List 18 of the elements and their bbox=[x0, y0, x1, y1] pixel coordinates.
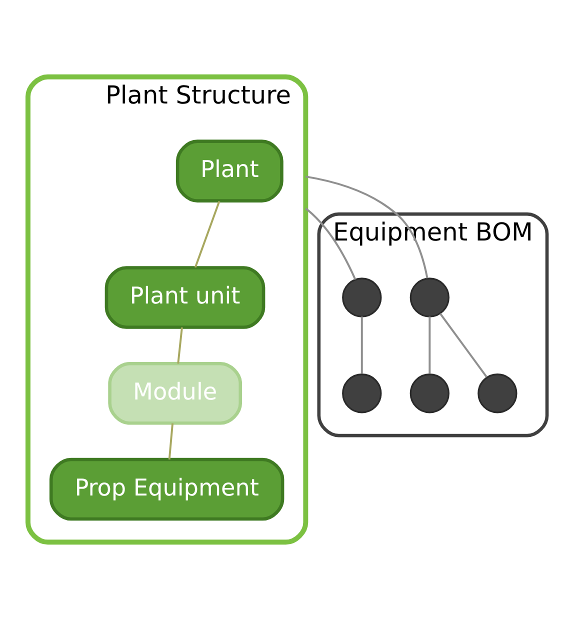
connector bbox=[439, 313, 488, 378]
node-circle bbox=[410, 278, 450, 318]
node-box: Plant unit bbox=[104, 266, 266, 329]
node-circle bbox=[342, 278, 382, 318]
node-box: Plant bbox=[176, 140, 284, 202]
node-circle bbox=[410, 374, 450, 414]
connector bbox=[168, 423, 174, 460]
node-circle bbox=[342, 374, 382, 414]
connector bbox=[305, 208, 356, 280]
node-circle bbox=[478, 374, 518, 414]
node-box: Prop Equipment bbox=[49, 458, 284, 521]
connector bbox=[360, 316, 363, 374]
connector bbox=[177, 327, 183, 364]
connector bbox=[306, 176, 428, 278]
connector bbox=[194, 200, 220, 268]
cluster: Equipment BOM bbox=[317, 212, 549, 438]
connector bbox=[428, 316, 431, 374]
node-box: Module bbox=[108, 362, 242, 425]
